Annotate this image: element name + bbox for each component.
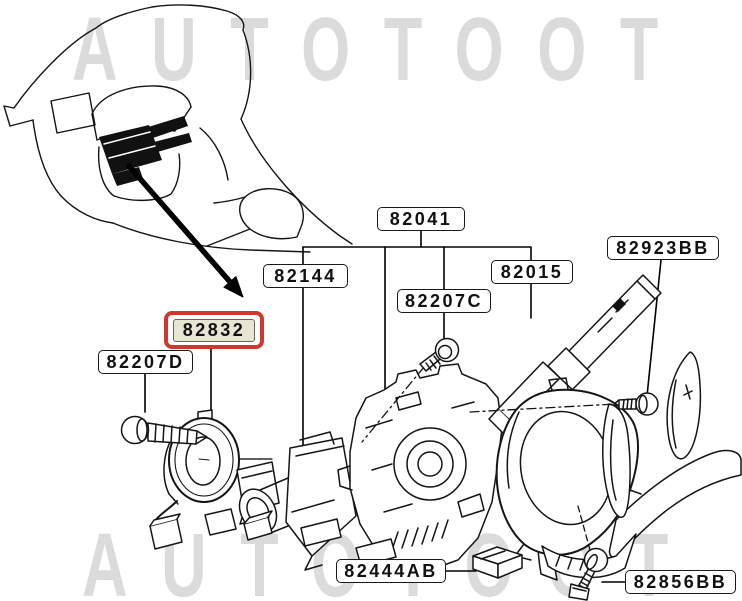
switch-unit-details [103, 131, 156, 159]
part-label-82856bb[interactable]: 82856BB [625, 570, 736, 594]
part-label-82015[interactable]: 82015 [491, 260, 573, 284]
location-arrow [126, 163, 244, 298]
part-number-82207c: 82207C [404, 290, 484, 311]
part-number-82856bb: 82856BB [633, 571, 728, 592]
part-number-82444ab: 82444AB [344, 560, 438, 581]
part-label-82144[interactable]: 82144 [263, 264, 348, 288]
screw-82923bb [613, 392, 659, 416]
watermark-top: AUTOTOOT [72, 0, 692, 100]
screw-82856bb [568, 547, 609, 601]
part-label-82832: 82832 [173, 318, 255, 342]
screw-82207c [419, 337, 460, 372]
paddle-shifter-right [666, 351, 702, 460]
switch-unit-silhouette [99, 116, 192, 186]
connector-82444ab [472, 546, 523, 579]
part-number-82041: 82041 [389, 208, 453, 229]
steering-cover-part [495, 377, 642, 561]
paddle-shifter-left [602, 403, 631, 518]
part-label-82444ab[interactable]: 82444AB [336, 559, 446, 583]
part-label-82041[interactable]: 82041 [377, 207, 465, 231]
part-label-82207c[interactable]: 82207C [397, 289, 491, 313]
part-number-82207d: 82207D [106, 351, 185, 372]
part-number-82923bb: 82923BB [616, 237, 710, 258]
assembly-axis-lines [361, 366, 617, 551]
part-number-82144: 82144 [274, 265, 337, 286]
key-cylinder-part [238, 431, 357, 571]
part-label-82832-highlighted[interactable]: 82832 [164, 311, 264, 349]
part-number-82832: 82832 [182, 319, 246, 340]
part-number-82015: 82015 [500, 261, 564, 282]
leader-lines [144, 230, 662, 583]
column-lower-cover [541, 449, 742, 579]
part-label-82923bb[interactable]: 82923BB [607, 236, 719, 260]
screw-82207d [120, 415, 208, 445]
part-label-82207d[interactable]: 82207D [98, 350, 193, 374]
column-switch-body [337, 363, 503, 571]
